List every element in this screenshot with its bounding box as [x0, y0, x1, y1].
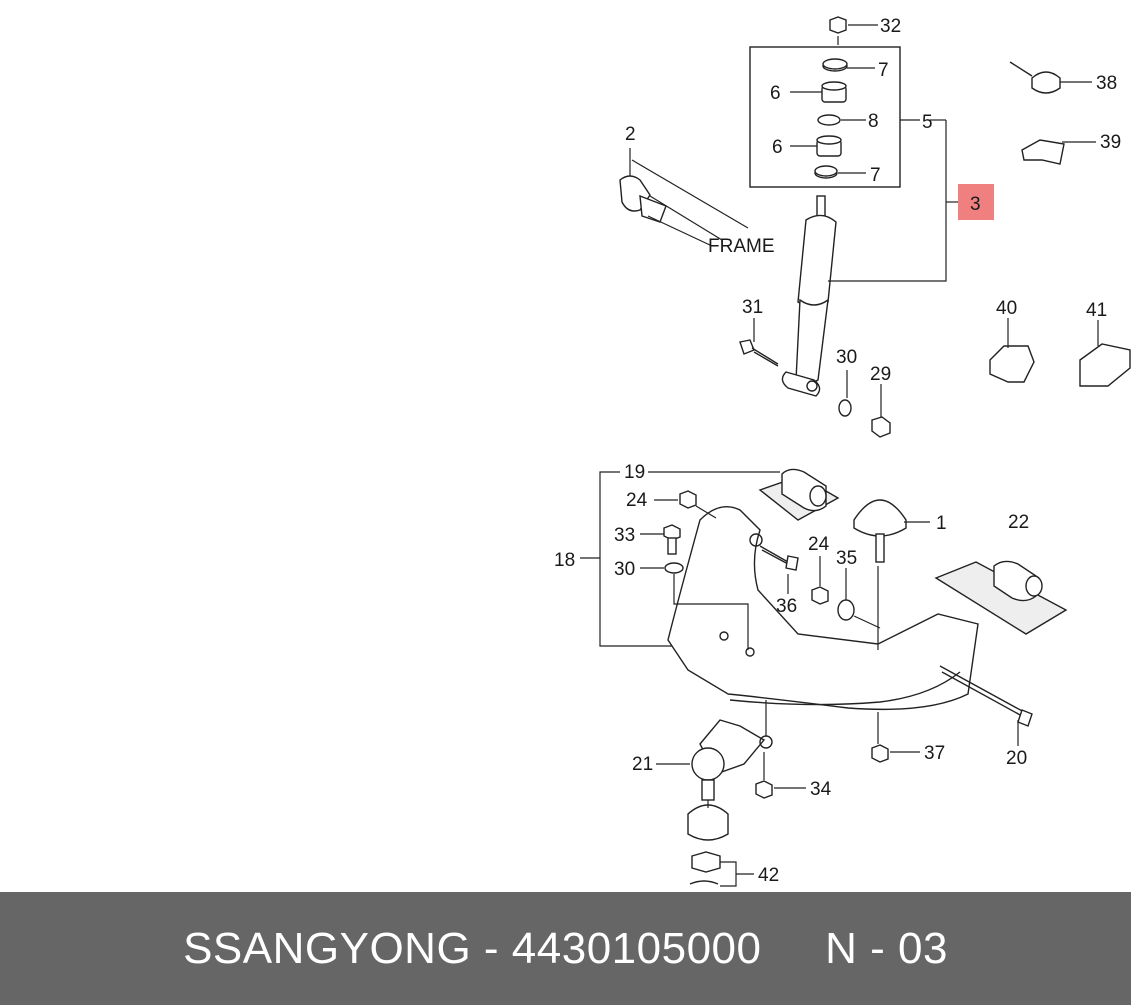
part-39: [1021, 139, 1065, 165]
callout-41[interactable]: 41: [1086, 300, 1107, 321]
shock-upper-body: [797, 214, 837, 308]
callout-24-left[interactable]: 24: [626, 490, 648, 511]
highlight-box: [958, 184, 994, 220]
callout-33[interactable]: 33: [614, 525, 635, 546]
callout-30-top[interactable]: 30: [836, 347, 857, 368]
bushing-group-box: [749, 46, 901, 188]
callout-40[interactable]: 40: [996, 298, 1017, 319]
callout-37[interactable]: 37: [924, 743, 945, 764]
callout-34[interactable]: 34: [810, 779, 832, 800]
part-number-caption: SSANGYONG - 4430105000 N - 03: [183, 923, 948, 973]
callout-31[interactable]: 31: [742, 297, 763, 318]
callout-6-bottom[interactable]: 6: [772, 137, 783, 158]
bump-stop: [853, 499, 907, 537]
part-40: [989, 345, 1035, 383]
nut-29: [871, 416, 891, 438]
shock-lower-body: [795, 298, 829, 384]
callout-35[interactable]: 35: [836, 548, 857, 569]
callout-2[interactable]: 2: [625, 124, 636, 145]
callout-24-right[interactable]: 24: [808, 534, 830, 555]
callout-6-top[interactable]: 6: [770, 83, 781, 104]
frame-bracket: [619, 148, 749, 247]
callout-38[interactable]: 38: [1096, 73, 1117, 94]
control-arm-body: [667, 506, 979, 711]
callout-18[interactable]: 18: [554, 550, 575, 571]
callout-5[interactable]: 5: [922, 112, 933, 133]
footer-bar: SSANGYONG - 4430105000 N - 03: [0, 892, 1131, 1005]
callout-39[interactable]: 39: [1100, 132, 1121, 153]
frame-label: FRAME: [708, 236, 775, 257]
callout-36[interactable]: 36: [776, 596, 797, 617]
callout-29[interactable]: 29: [870, 364, 891, 385]
callout-3[interactable]: 3: [970, 194, 981, 215]
parts-diagram: 32 7 6 8 6 7 5 2 3 38 39 31 30 29 40 41 …: [554, 16, 1131, 887]
callout-8[interactable]: 8: [868, 111, 879, 132]
callout-1[interactable]: 1: [936, 513, 947, 534]
part-41: [1079, 343, 1131, 387]
callout-19[interactable]: 19: [624, 462, 645, 483]
callout-21[interactable]: 21: [632, 754, 653, 775]
shock-absorber-assembly: [739, 16, 958, 438]
part-38: [1031, 71, 1061, 94]
bolt-31: [739, 339, 755, 355]
callout-32[interactable]: 32: [880, 16, 901, 37]
callout-42[interactable]: 42: [758, 865, 779, 886]
top-nut: [829, 16, 847, 34]
callout-7-top[interactable]: 7: [878, 60, 889, 81]
lower-control-arm-assembly: [580, 468, 1068, 887]
callout-30-bottom[interactable]: 30: [614, 559, 635, 580]
callout-20[interactable]: 20: [1006, 748, 1027, 769]
side-parts: [989, 61, 1131, 387]
callout-22[interactable]: 22: [1008, 512, 1029, 533]
callout-7-bottom[interactable]: 7: [870, 165, 881, 186]
